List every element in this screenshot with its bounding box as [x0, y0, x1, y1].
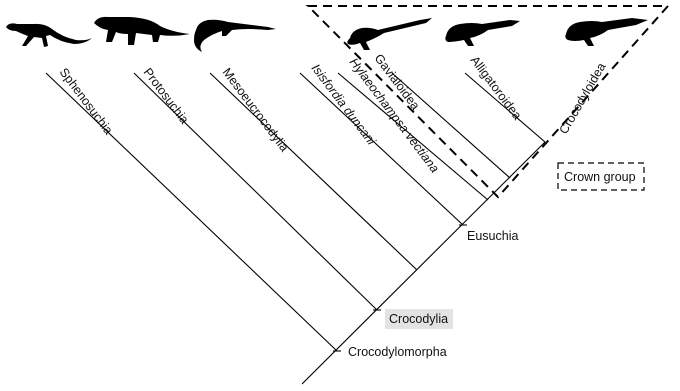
- gavialoid-silhouette: [347, 18, 432, 50]
- crown-group-legend-label: Crown group: [564, 170, 636, 184]
- node-label-eusuchia: Eusuchia: [467, 229, 518, 243]
- sphenosuchian-silhouette: [6, 23, 92, 47]
- node-label-crocodylia: Crocodylia: [389, 312, 448, 326]
- protosuchian-silhouette: [94, 17, 190, 45]
- taxon-label-sphenosuchia: Sphenosuchia: [57, 65, 116, 137]
- taxon-label-alligatoroidea: Alligatoroidea: [468, 53, 525, 122]
- alligatoroid-silhouette: [445, 20, 520, 46]
- taxon-label-mesoeucrocodylia: Mesoeucrocodylia: [220, 65, 292, 154]
- taxon-label-protosuchia: Protosuchia: [141, 65, 192, 126]
- taxon-label-crocodyloidea: Crocodyloidea: [556, 60, 608, 136]
- node-label-crocodylomorpha: Crocodylomorpha: [348, 345, 447, 359]
- mesoeucrocodylian-silhouette: [194, 20, 276, 52]
